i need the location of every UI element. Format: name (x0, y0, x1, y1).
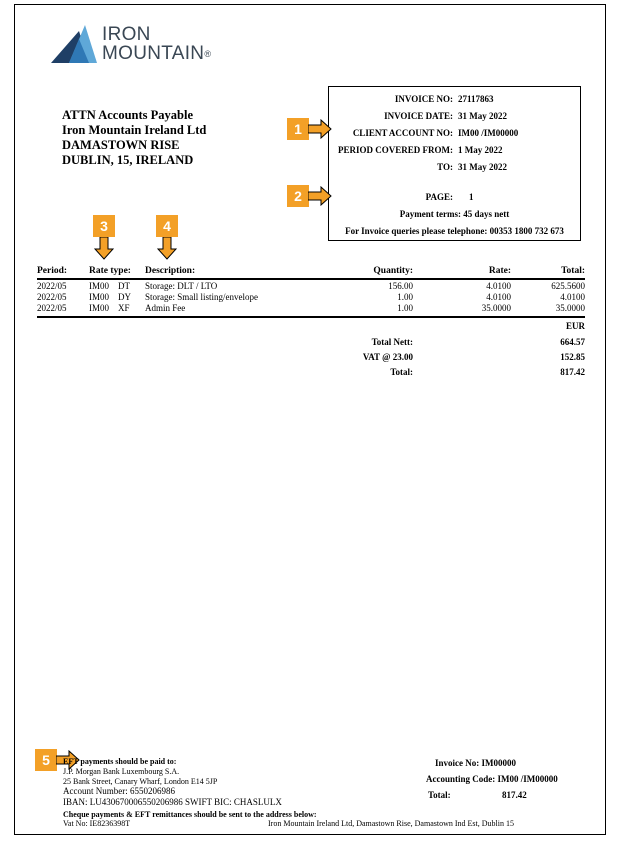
row-rate-type: DT (118, 281, 130, 291)
row-quantity: 1.00 (397, 303, 413, 313)
row-quantity: 156.00 (388, 281, 413, 291)
iron-mountain-logo: IRON MOUNTAIN® (51, 24, 211, 65)
arrow-down-icon (94, 237, 114, 260)
col-header-description: Description: (145, 266, 196, 276)
col-header-total: Total: (561, 266, 585, 276)
footer-invoice-no-value: IM00000 (481, 758, 517, 768)
row-description: Admin Fee (145, 303, 186, 313)
col-header-quantity: Quantity: (373, 266, 413, 276)
row-total: 625.5600 (551, 281, 585, 291)
client-account-value: IM00 /IM00000 (458, 128, 519, 138)
row-rate: 4.0100 (486, 281, 511, 291)
row-period: 2022/05 (37, 281, 67, 291)
table-footer-rule (37, 316, 585, 318)
col-header-rate-type: Rate type: (89, 266, 131, 276)
invoice-info-box: INVOICE NO: 27117863 INVOICE DATE: 31 May … (328, 86, 581, 241)
accounting-code-value: IM00 /IM00000 (497, 774, 558, 784)
logo-line-2: MOUNTAIN (102, 43, 205, 64)
address-line: DAMASTOWN RISE (62, 138, 180, 152)
col-header-rate: Rate: (488, 266, 511, 276)
total-nett-value: 664.57 (560, 337, 585, 347)
invoice-queries: For Invoice queries please telephone: 00… (345, 226, 564, 236)
row-rate-type: XF (118, 303, 130, 313)
table-header-rule (37, 278, 585, 280)
arrow-right-icon (56, 750, 80, 770)
row-period: 2022/05 (37, 292, 67, 302)
row-quantity: 1.00 (397, 292, 413, 302)
footer-total-value: 817.42 (502, 790, 527, 800)
grand-total-value: 817.42 (560, 367, 585, 377)
account-number: Account Number: 6550206986 (63, 786, 175, 796)
period-to-value: 31 May 2022 (458, 162, 507, 172)
mountain-logo-icon (51, 25, 97, 63)
vat-label: VAT @ 23.00 (362, 352, 413, 362)
col-header-period: Period: (37, 266, 68, 276)
invoice-date-label: INVOICE DATE: (384, 111, 453, 121)
payment-terms: Payment terms: 45 days nett (399, 209, 510, 219)
bank-address: 25 Bank Street, Canary Wharf, London E14… (63, 777, 218, 786)
footer-invoice-no-label: Invoice No: (435, 758, 480, 768)
logo-registered-mark: ® (204, 49, 212, 59)
invoice-no-label: INVOICE NO: (394, 94, 453, 104)
address-line: Iron Mountain Ireland Ltd (62, 123, 207, 137)
iban-swift: IBAN: LU430670006550206986 SWIFT BIC: CH… (63, 797, 282, 807)
vat-number: Vat No: IE8236398T (63, 819, 131, 828)
row-description: Storage: DLT / LTO (145, 281, 218, 291)
annotation-badge-5: 5 (35, 749, 57, 771)
bank-name: J.P. Morgan Bank Luxembourg S.A. (63, 767, 180, 776)
row-period: 2022/05 (37, 303, 67, 313)
grand-total-label: Total: (390, 367, 413, 377)
row-rate-code: IM00 (89, 281, 109, 291)
period-from-label: PERIOD COVERED FROM: (338, 145, 453, 155)
period-to-label: TO: (437, 162, 453, 172)
row-rate-type: DY (118, 292, 131, 302)
period-from-value: 1 May 2022 (458, 145, 503, 155)
company-address: Iron Mountain Ireland Ltd, Damastown Ris… (268, 819, 514, 828)
address-line: ATTN Accounts Payable (62, 108, 194, 122)
row-total: 35.0000 (555, 303, 585, 313)
annotation-badge-2: 2 (287, 185, 309, 207)
client-account-label: CLIENT ACCOUNT NO: (352, 128, 453, 138)
address-line: DUBLIN, 15, IRELAND (62, 153, 194, 167)
arrow-right-icon (308, 119, 332, 139)
cheque-remittance-note: Cheque payments & EFT remittances should… (63, 810, 317, 819)
page-label: PAGE: (425, 192, 453, 202)
row-rate: 4.0100 (486, 292, 511, 302)
row-total: 4.0100 (560, 292, 585, 302)
arrow-down-icon (157, 237, 177, 260)
arrow-right-icon (308, 186, 332, 206)
annotation-badge-1: 1 (287, 118, 309, 140)
row-rate-code: IM00 (89, 303, 109, 313)
footer-total-label: Total: (428, 790, 451, 800)
accounting-code-label: Accounting Code: (426, 774, 496, 784)
row-rate-code: IM00 (89, 292, 109, 302)
currency-label: EUR (565, 321, 585, 331)
invoice-no-value: 27117863 (458, 94, 494, 104)
row-rate: 35.0000 (481, 303, 511, 313)
annotation-badge-4: 4 (156, 215, 178, 237)
logo-line-1: IRON (102, 24, 151, 45)
vat-value: 152.85 (560, 352, 585, 362)
invoice-page: IRON MOUNTAIN® ATTN Accounts Payable Iro… (14, 4, 606, 835)
page-value: 1 (469, 192, 474, 202)
annotation-badge-3: 3 (93, 215, 115, 237)
total-nett-label: Total Nett: (371, 337, 413, 347)
invoice-date-value: 31 May 2022 (458, 111, 507, 121)
billing-address: ATTN Accounts Payable Iron Mountain Irel… (62, 108, 206, 168)
row-description: Storage: Small listing/envelope (145, 292, 258, 302)
eft-heading: EFT payments should be paid to: (63, 757, 177, 766)
